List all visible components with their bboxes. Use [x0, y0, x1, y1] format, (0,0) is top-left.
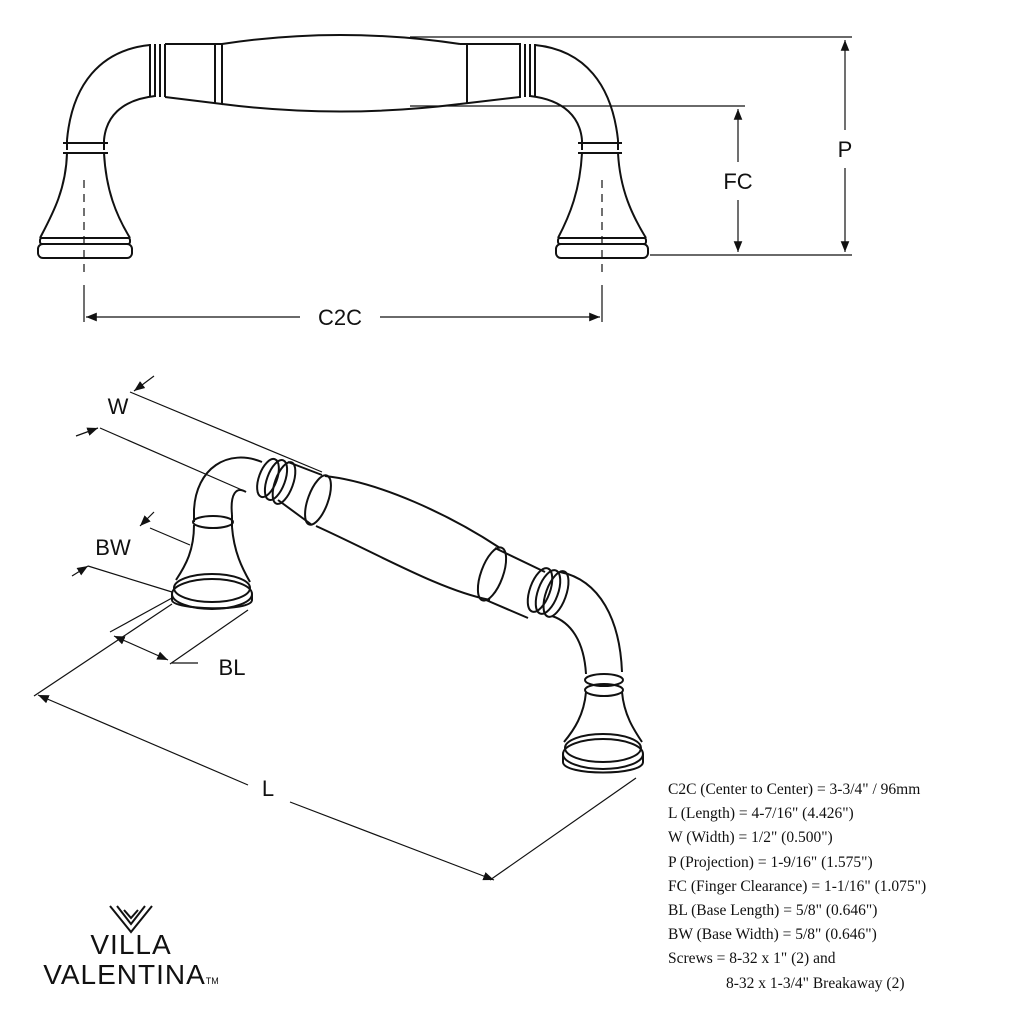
spec-list: C2C (Center to Center) = 3-3/4" / 96mm L…: [668, 778, 1018, 996]
brand-line2-text: VALENTINA: [43, 959, 206, 990]
isometric-view-handle: [171, 456, 644, 774]
spec-screws: Screws = 8-32 x 1" (2) and: [668, 950, 836, 968]
bw-label: BW: [95, 535, 131, 560]
bl-label: BL: [219, 655, 246, 680]
isometric-view-dimensions: [33, 375, 637, 881]
spec-projection: P (Projection) = 1-9/16" (1.575"): [668, 853, 873, 871]
brand-line1: VILLA: [90, 929, 172, 960]
spec-width: W (Width) = 1/2" (0.500"): [668, 829, 833, 847]
front-view-dimensions: [83, 36, 852, 322]
spec-finger-clearance: FC (Finger Clearance) = 1-1/16" (1.075"): [668, 877, 927, 895]
brand-logo: VILLA VALENTINATM: [36, 904, 226, 996]
fc-label: FC: [723, 169, 752, 194]
l-label: L: [262, 776, 274, 801]
spec-length: L (Length) = 4-7/16" (4.426"): [668, 805, 854, 823]
spec-c2c: C2C (Center to Center) = 3-3/4" / 96mm: [668, 781, 921, 798]
front-view-handle: [37, 34, 649, 259]
spec-screws-breakaway: 8-32 x 1-3/4" Breakaway (2): [726, 974, 905, 992]
c2c-label: C2C: [318, 305, 362, 330]
p-label: P: [838, 137, 853, 162]
w-label: W: [108, 394, 129, 419]
trademark: TM: [205, 976, 219, 986]
spec-base-width: BW (Base Width) = 5/8" (0.646"): [668, 926, 877, 944]
brand-line2: VALENTINATM: [36, 960, 226, 996]
chevron-leaf-icon: [109, 905, 153, 934]
spec-base-length: BL (Base Length) = 5/8" (0.646"): [668, 902, 878, 920]
front-view-centerlines: [83, 180, 603, 275]
